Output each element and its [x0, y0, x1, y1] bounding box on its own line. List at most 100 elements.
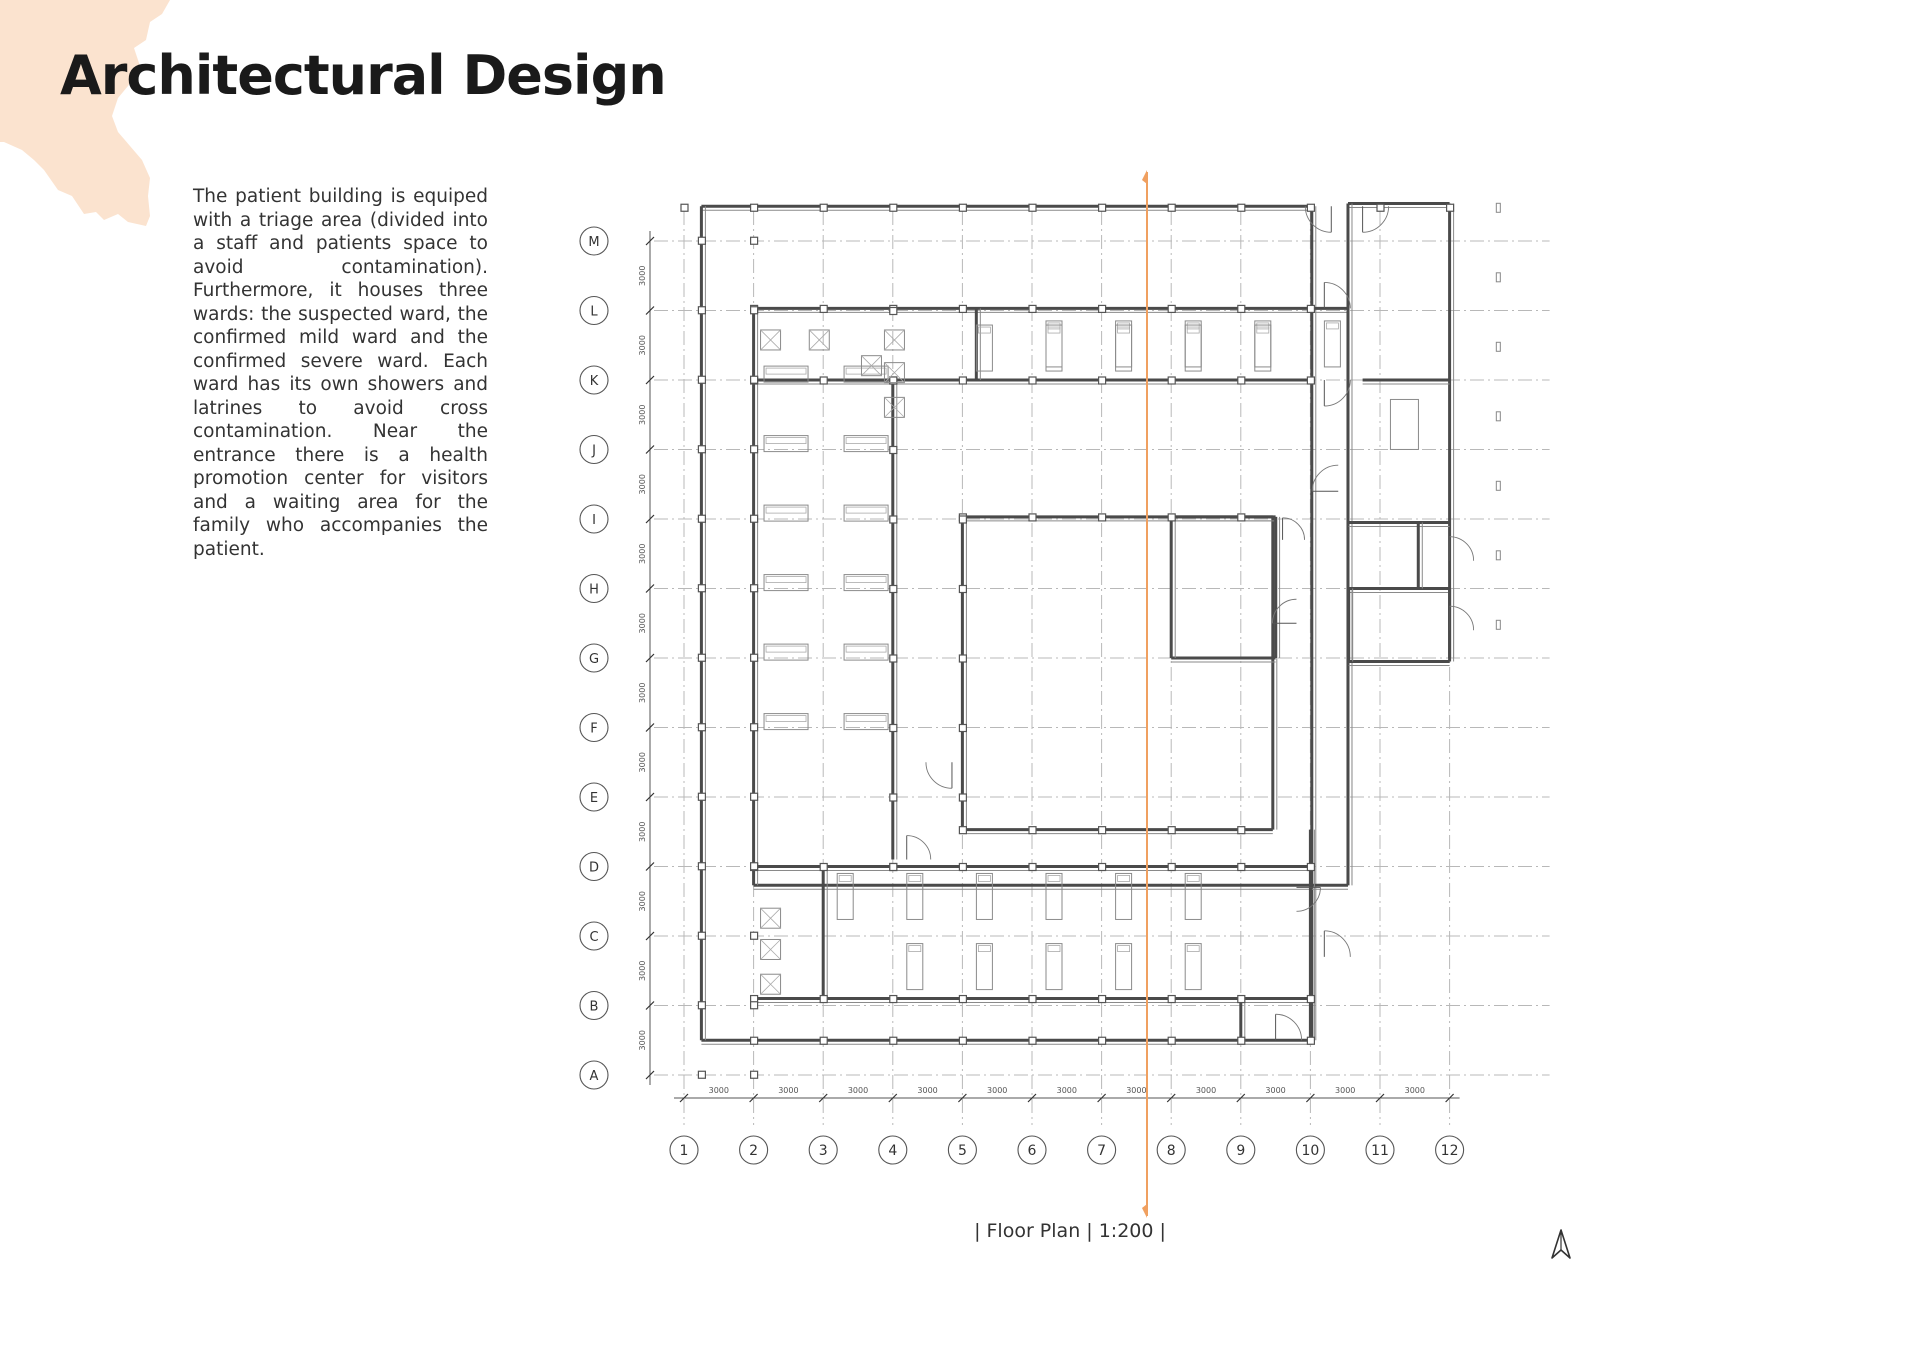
- door-swing: [1272, 598, 1297, 624]
- structural-column: [749, 1070, 759, 1079]
- dimension-label: 3000: [638, 405, 647, 425]
- grid-bubble-column: [739, 1135, 769, 1165]
- structural-column: [1167, 994, 1176, 1004]
- grid-bubble-column: [1017, 1135, 1047, 1165]
- section-marker-bottom: [1142, 1204, 1147, 1218]
- door-swing: [1449, 536, 1475, 561]
- structural-column: [1237, 376, 1246, 385]
- dimension-tick: [645, 1070, 655, 1080]
- dimension-label: 3000: [638, 335, 647, 355]
- structural-column: [819, 203, 828, 212]
- grid-marker-post: [1495, 411, 1501, 422]
- grid-label-row: C: [589, 930, 598, 945]
- bed-pillow: [845, 715, 887, 722]
- dimension-tick: [888, 1093, 898, 1103]
- bed-pillow: [765, 645, 807, 653]
- bed-pillow: [1186, 945, 1200, 952]
- bed-pillow: [1186, 326, 1200, 334]
- structural-column: [1237, 862, 1246, 872]
- dimension-label: 3000: [638, 266, 647, 286]
- grid-label-row: I: [592, 513, 596, 528]
- bed-pillow: [765, 437, 807, 445]
- door-swing: [1449, 605, 1475, 631]
- dimension-label: 3000: [638, 891, 647, 911]
- structural-column: [749, 1036, 759, 1045]
- structural-column: [697, 723, 707, 732]
- structural-column: [697, 375, 707, 384]
- structural-column: [958, 304, 968, 314]
- stall-mark: [884, 362, 905, 383]
- structural-column: [1306, 304, 1316, 314]
- structural-column: [889, 584, 898, 594]
- structural-column: [1097, 826, 1107, 835]
- grid-marker-post: [1495, 550, 1501, 561]
- door-swing: [1275, 1013, 1303, 1041]
- dimension-label: 3000: [638, 544, 647, 564]
- structural-column: [1028, 826, 1037, 835]
- structural-column: [697, 584, 707, 593]
- structural-column: [819, 862, 828, 872]
- dimension-tick: [645, 862, 655, 871]
- grid-label-column: 12: [1441, 1143, 1459, 1159]
- grid-label-column: 2: [749, 1143, 758, 1159]
- grid-bubble-column: [1365, 1135, 1395, 1165]
- grid-bubble-column: [1435, 1135, 1465, 1165]
- dimension-label: 3000: [917, 1086, 937, 1095]
- structural-column: [1028, 203, 1037, 212]
- structural-column: [958, 584, 968, 594]
- toilet-stall: [760, 329, 782, 351]
- dimension-label: 3000: [638, 474, 647, 494]
- bed: [975, 324, 993, 372]
- bed: [1323, 320, 1341, 368]
- structural-column: [958, 723, 968, 733]
- structural-column: [697, 1070, 707, 1079]
- bed-pillow: [1047, 875, 1061, 882]
- structural-column: [1097, 304, 1107, 314]
- grid-marker-post: [1495, 202, 1501, 213]
- north-arrow-icon: [1551, 1229, 1571, 1259]
- dimension-label: 3000: [778, 1086, 798, 1095]
- dimension-tick: [1375, 1093, 1385, 1103]
- structural-column: [1306, 376, 1316, 385]
- bed-pillow: [1186, 875, 1200, 882]
- structural-column: [1167, 1036, 1176, 1045]
- structural-column: [1097, 994, 1107, 1004]
- structural-column: [1097, 376, 1107, 385]
- dimension-tick: [1445, 1093, 1455, 1103]
- floor-plan-walls: [680, 201, 1501, 1079]
- structural-column: [1237, 304, 1246, 314]
- structural-column: [697, 792, 707, 801]
- structural-column: [958, 793, 968, 802]
- bed: [836, 872, 854, 920]
- structural-column: [889, 445, 898, 455]
- dimension-label: 3000: [1196, 1086, 1216, 1095]
- structural-column: [749, 203, 759, 212]
- grid-label-column: 4: [888, 1143, 897, 1159]
- grid-marker-post: [1495, 272, 1501, 283]
- grid-label-row: J: [591, 444, 596, 459]
- bed: [1254, 320, 1272, 368]
- bed-pillow: [908, 875, 922, 882]
- toilet-stall: [883, 362, 905, 384]
- toilet-stall: [883, 329, 905, 351]
- grid-bubble-column: [947, 1135, 977, 1165]
- bed-pillow: [1256, 326, 1270, 334]
- grid-marker-post: [1495, 341, 1501, 352]
- grid-label-column: 9: [1236, 1143, 1245, 1159]
- dimension-tick: [1027, 1093, 1037, 1103]
- grid-bubble-column: [1156, 1135, 1186, 1165]
- structural-column: [1097, 203, 1107, 212]
- dimension-tick: [645, 792, 655, 802]
- structural-column: [819, 1036, 828, 1045]
- bed: [1045, 324, 1063, 372]
- bed-pillow: [978, 945, 991, 952]
- structural-column: [889, 515, 898, 524]
- dimension-tick: [1236, 1093, 1246, 1103]
- bed: [975, 943, 993, 991]
- bed: [1115, 943, 1133, 991]
- structural-column: [697, 514, 707, 523]
- stall-mark: [861, 355, 882, 376]
- bed: [1184, 943, 1202, 991]
